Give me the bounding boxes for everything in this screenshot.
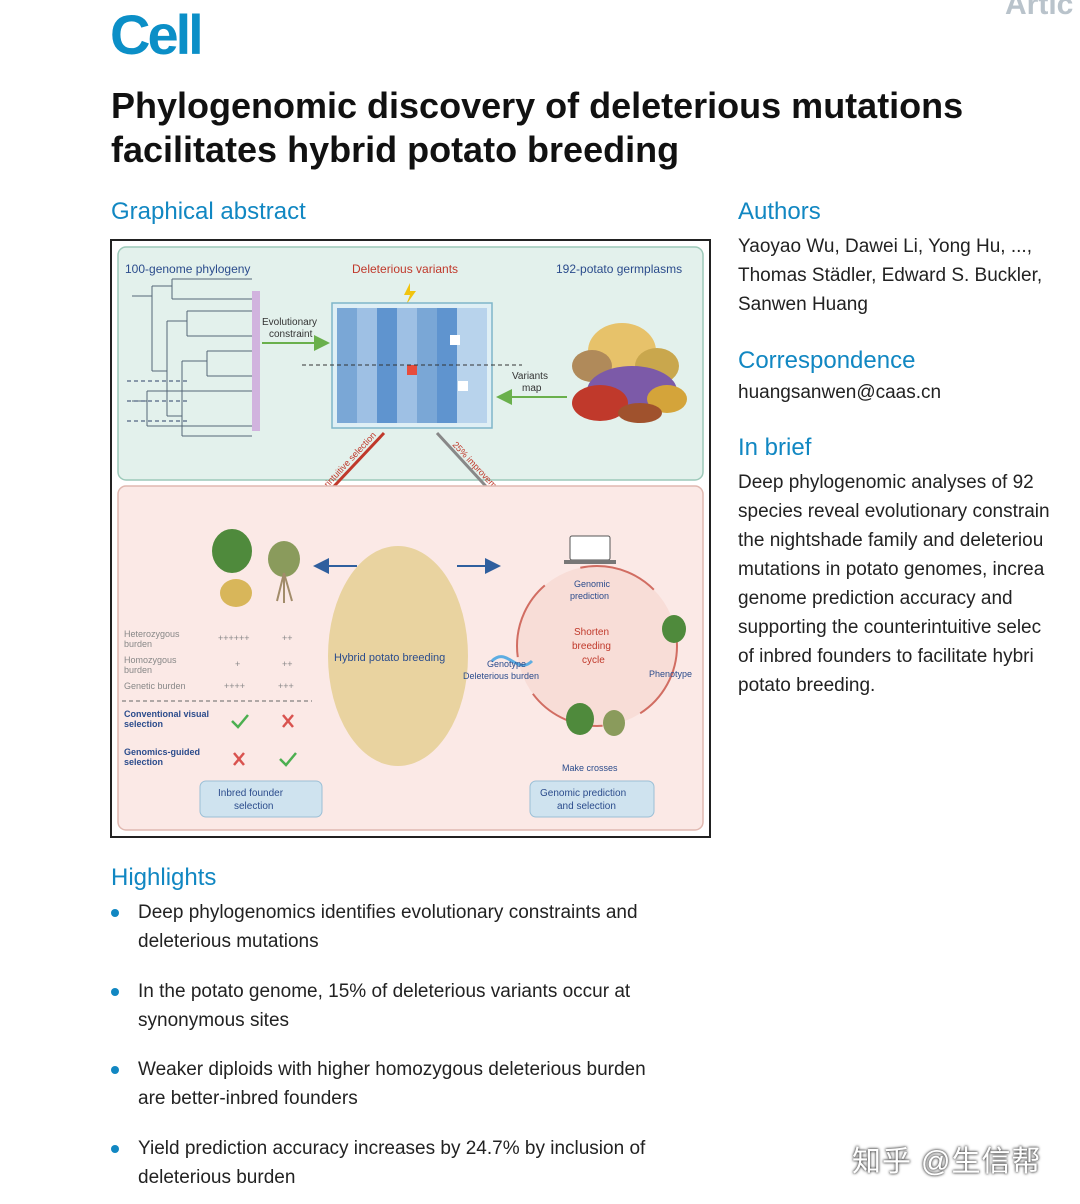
laptop-icon	[569, 535, 611, 561]
highlights-heading: Highlights	[111, 864, 217, 891]
phylogeny-highlight	[252, 291, 260, 431]
bullet-icon	[111, 1066, 119, 1074]
highlight-line: deleterious mutations	[138, 931, 319, 952]
inbred-box-line-2: selection	[234, 801, 273, 812]
in-brief-line: of inbred founders to facilitate hybri	[738, 646, 1034, 667]
phenotype-plant-icon	[662, 615, 686, 643]
constraint-label-2: constraint	[269, 329, 313, 340]
lightning-icon	[404, 283, 416, 305]
highlight-line: deleterious burden	[138, 1167, 296, 1188]
graphical-abstract-figure: 100-genome phylogeny Deleterious variant…	[110, 239, 711, 838]
inbred-box-line-1: Inbred founder	[218, 788, 284, 799]
inbred-founder-box	[199, 780, 323, 818]
in-brief-line: species reveal evolutionary constrain	[738, 501, 1050, 522]
row1-right: ++	[282, 633, 293, 643]
article-type-label: Artic	[1005, 0, 1074, 21]
title-line-1: Phylogenomic discovery of deleterious mu…	[111, 85, 964, 126]
row1-label-1: Heterozygous	[124, 629, 180, 639]
check-icon	[231, 714, 249, 729]
genotype-label-1: Genotype	[487, 659, 526, 669]
dna-icon	[490, 655, 534, 667]
watermark-text: 知乎 @生信帮	[852, 1146, 1042, 1178]
gp-box-line-2: and selection	[557, 801, 616, 812]
highlight-line: In the potato genome, 15% of deleterious…	[138, 981, 631, 1002]
genotype-label-2: Deleterious burden	[463, 671, 539, 681]
highlight-line: Yield prediction accuracy increases by 2…	[138, 1138, 646, 1159]
cross-icon	[233, 752, 245, 766]
constraint-label-1: Evolutionary	[262, 317, 317, 328]
hybrid-potato-label: Hybrid potato breeding	[334, 652, 445, 664]
variants-map-label-2: map	[522, 383, 542, 394]
check-icon	[279, 752, 297, 767]
make-crosses-label: Make crosses	[562, 763, 618, 773]
authors-list: Yaoyao Wu, Dawei Li, Yong Hu, ..., Thoma…	[738, 232, 1042, 319]
row1-label-2: burden	[124, 639, 152, 649]
breeding-cycle-ring	[516, 565, 678, 727]
row2-left: +	[235, 659, 240, 669]
row3-left: ++++	[224, 681, 245, 691]
graphical-abstract-heading: Graphical abstract	[111, 198, 306, 225]
hybrid-potato-image	[328, 546, 468, 766]
in-brief-line: supporting the counterintuitive selec	[738, 617, 1042, 638]
row2-right: ++	[282, 659, 293, 669]
deleterious-variants-label: Deleterious variants	[352, 262, 458, 276]
row2-label-2: burden	[124, 665, 152, 675]
article-title: Phylogenomic discovery of deleterious mu…	[111, 84, 1080, 172]
correspondence-email[interactable]: huangsanwen@caas.cn	[738, 382, 942, 403]
chromosome-glyphs	[127, 380, 190, 422]
bullet-icon	[111, 909, 119, 917]
title-line-2: facilitates hybrid potato breeding	[111, 129, 680, 170]
alignment-grid	[302, 308, 522, 423]
authors-line-3: Sanwen Huang	[738, 294, 868, 315]
in-brief-heading: In brief	[738, 434, 812, 461]
in-brief-line: Deep phylogenomic analyses of 92	[738, 472, 1034, 493]
bullet-icon	[111, 988, 119, 996]
phylogeny-tree	[132, 278, 252, 437]
shorten-label-3: cycle	[582, 655, 605, 666]
shorten-label-2: breeding	[572, 641, 611, 652]
row2-label-1: Homozygous	[124, 655, 177, 665]
in-brief-line: mutations in potato genomes, increa	[738, 559, 1045, 580]
genomic-prediction-box	[529, 780, 655, 818]
highlight-line: synonymous sites	[138, 1010, 290, 1031]
genomic-prediction-label-1: Genomic	[574, 579, 611, 589]
in-brief-line: genome prediction accuracy and	[738, 588, 1013, 609]
in-brief-line: potato breeding.	[738, 675, 876, 696]
row1-left: ++++++	[218, 633, 250, 643]
conventional-label-1: Conventional visual	[124, 709, 209, 719]
genomic-prediction-label-2: prediction	[570, 591, 609, 601]
journal-logo: Cell	[110, 3, 204, 66]
cross-icon	[282, 714, 294, 728]
potato-germplasm-image	[572, 323, 687, 423]
gp-box-line-1: Genomic prediction	[540, 788, 626, 799]
highlight-line: are better-inbred founders	[138, 1088, 358, 1109]
genomics-label-2: selection	[124, 757, 163, 767]
phenotype-label: Phenotype	[649, 669, 692, 679]
authors-heading: Authors	[738, 198, 821, 225]
conventional-label-2: selection	[124, 719, 163, 729]
correspondence-heading: Correspondence	[738, 347, 916, 374]
bullet-icon	[111, 1145, 119, 1153]
row3-right: +++	[278, 681, 294, 691]
authors-line-1: Yaoyao Wu, Dawei Li, Yong Hu, ...,	[738, 236, 1032, 257]
highlight-line: Deep phylogenomics identifies evolutiona…	[138, 902, 638, 923]
highlight-line: Weaker diploids with higher homozygous d…	[138, 1059, 646, 1080]
shorten-label-1: Shorten	[574, 627, 609, 638]
row3-label-1: Genetic burden	[124, 681, 186, 691]
genomics-label-1: Genomics-guided	[124, 747, 200, 757]
plant-images	[212, 529, 300, 607]
phylogeny-label: 100-genome phylogeny	[125, 262, 250, 276]
in-brief-text: Deep phylogenomic analyses of 92 species…	[738, 468, 1050, 700]
cross-plants-icon	[566, 703, 594, 735]
germplasm-label: 192-potato germplasms	[556, 262, 682, 276]
authors-line-2: Thomas Städler, Edward S. Buckler,	[738, 265, 1043, 286]
variants-map-label-1: Variants	[512, 371, 548, 382]
in-brief-line: the nightshade family and deleteriou	[738, 530, 1044, 551]
